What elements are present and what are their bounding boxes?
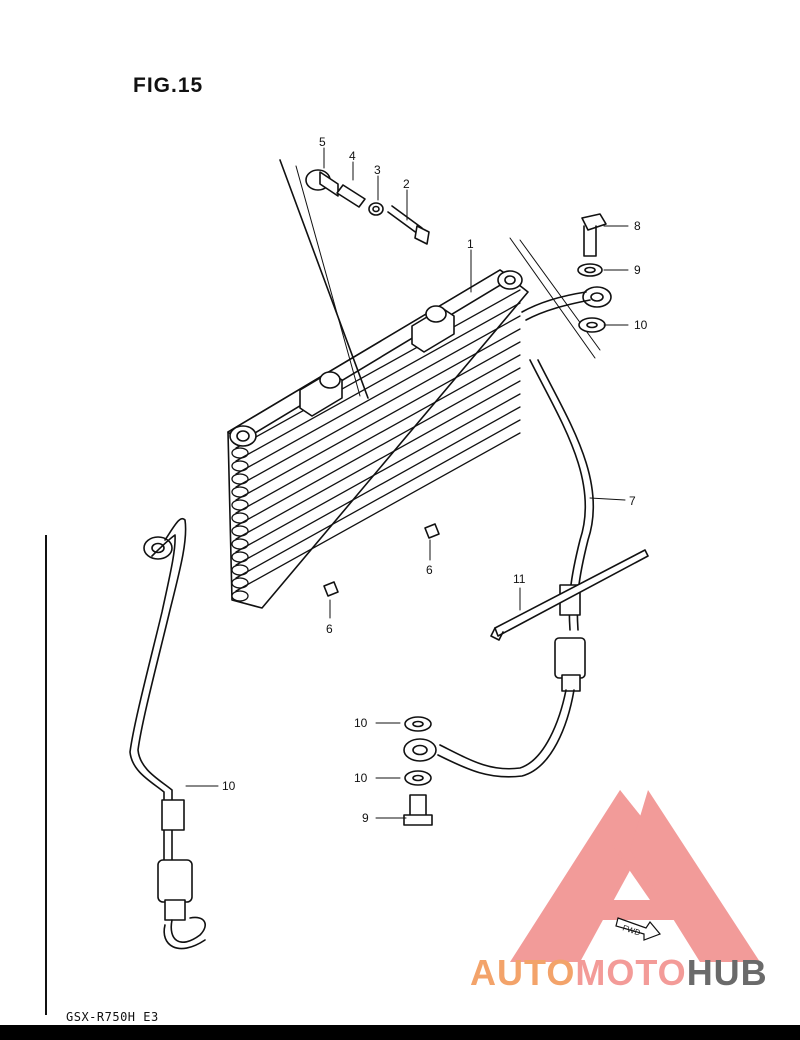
callout-6-lower: 6 xyxy=(326,622,333,636)
callout-3: 3 xyxy=(374,163,381,177)
cooler-tube-end xyxy=(231,447,249,459)
brand-part-hub: HUB xyxy=(686,952,768,993)
bottom-border xyxy=(0,1025,800,1040)
top-banjo-fitting xyxy=(577,213,612,333)
cooler-fin-row xyxy=(235,289,521,449)
cooler-tube-end xyxy=(231,538,249,550)
cooler-fin-row xyxy=(235,302,521,462)
callout-4: 4 xyxy=(349,149,356,163)
callout-7: 7 xyxy=(629,494,636,508)
callout-9-lower: 9 xyxy=(362,811,369,825)
callout-2: 2 xyxy=(403,177,410,191)
brand-part-auto: AUTO xyxy=(470,952,576,993)
callout-5: 5 xyxy=(319,135,326,149)
mounting-hardware xyxy=(279,159,601,399)
left-border-line xyxy=(45,535,47,1015)
oil-hose-upper xyxy=(403,291,595,778)
callout-1: 1 xyxy=(467,237,474,251)
cooler-tube-end xyxy=(231,486,249,498)
callout-11: 11 xyxy=(513,572,526,586)
cooler-tube-end xyxy=(231,590,249,602)
cooler-fin-row xyxy=(235,419,521,579)
leader-lines xyxy=(185,147,629,819)
cooler-tube-end xyxy=(231,551,249,563)
cooler-fin-row xyxy=(235,393,521,553)
cooler-fin-row xyxy=(235,354,521,514)
automotohub-wordmark: AUTOMOTOHUB xyxy=(470,952,768,994)
brand-part-moto: MOTO xyxy=(575,952,687,993)
cooler-tube-end xyxy=(231,473,249,485)
cooler-tube-end xyxy=(231,525,249,537)
cooler-fin-row xyxy=(235,315,521,475)
callout-8: 10 xyxy=(222,779,236,793)
cooler-fin-row xyxy=(235,432,521,592)
automotohub-logo xyxy=(510,790,760,962)
oil-cooler-core xyxy=(227,269,529,609)
clip-parts xyxy=(323,523,440,597)
fwd-arrow-icon: FWD xyxy=(615,917,662,941)
cooler-tube-end xyxy=(231,564,249,576)
cooler-fin-row xyxy=(235,406,521,566)
cooler-fin-row xyxy=(235,367,521,527)
lower-banjo-fitting xyxy=(403,716,433,826)
callout-10-top-b: 10 xyxy=(634,318,648,332)
callout-6-upper: 6 xyxy=(426,563,433,577)
cooler-tube-end xyxy=(231,460,249,472)
callout-10-lower-b: 10 xyxy=(354,771,368,785)
oil-hose-lower xyxy=(129,518,206,950)
cooler-fin-row xyxy=(235,380,521,540)
cooler-tube-end xyxy=(231,499,249,511)
hose-strap xyxy=(490,549,649,641)
callout-9-top: 8 xyxy=(634,219,641,233)
callout-10-lower-a: 10 xyxy=(354,716,368,730)
model-code: GSX-R750H E3 xyxy=(66,1010,159,1024)
cooler-tube-end xyxy=(231,512,249,524)
cooler-tube-end xyxy=(231,577,249,589)
cooler-fin-row xyxy=(235,341,521,501)
cooler-fin-row xyxy=(235,328,521,488)
callout-10-top-a: 9 xyxy=(634,263,641,277)
figure-title: FIG.15 xyxy=(133,74,204,97)
